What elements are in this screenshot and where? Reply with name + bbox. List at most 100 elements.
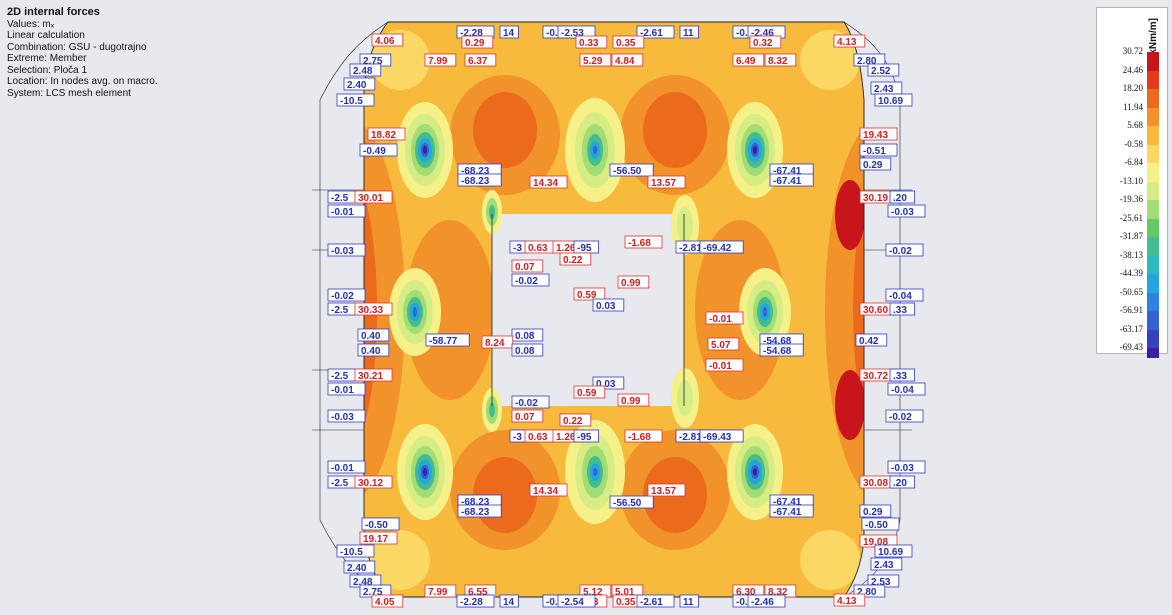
value-label-text: -67.41 (773, 497, 802, 508)
value-label-text: -56.50 (613, 498, 642, 509)
value-label-positive: 30.12 (354, 475, 393, 489)
value-label-text: 14 (503, 28, 515, 39)
value-label-box (457, 173, 502, 187)
value-label-negative: -10.5 (336, 93, 375, 107)
value-label-box (327, 382, 366, 396)
value-label-positive: 4.05 (371, 594, 404, 608)
value-label-text: -0.50 (365, 520, 388, 531)
value-label-text: 14 (503, 597, 515, 608)
value-label-negative: 0.42 (855, 333, 888, 347)
value-label-negative: 2.52 (867, 63, 900, 77)
value-label-positive: 8.32 (764, 53, 797, 67)
value-label-text: 30.01 (358, 193, 383, 204)
value-label-box (343, 77, 376, 91)
value-label-negative: -0.03 (327, 243, 366, 257)
value-label-negative: -56.50 (609, 495, 654, 509)
value-label-positive: 19.17 (359, 531, 398, 545)
value-label-text: -10.5 (340, 96, 363, 107)
value-label-text: -56.50 (613, 166, 642, 177)
value-label-positive: 0.29 (461, 35, 494, 49)
value-label-text: 2.43 (874, 560, 894, 571)
value-label-text: -0.02 (515, 398, 538, 409)
value-label-negative: -0.03 (887, 460, 926, 474)
value-label-text: 2.75 (363, 56, 383, 67)
value-label-box (327, 288, 366, 302)
value-label-text: 4.13 (837, 596, 857, 607)
value-label-negative: -0.03 (887, 204, 926, 218)
value-label-negative: .33 (889, 302, 916, 316)
value-label-box (609, 495, 654, 509)
value-label-text: 10.69 (878, 547, 903, 558)
value-label-box (361, 517, 400, 531)
value-label-box (343, 560, 376, 574)
value-label-box (636, 594, 675, 608)
value-label-negative: -68.23 (457, 504, 502, 518)
legend-swatch (1147, 107, 1159, 126)
value-label-negative: -0.02 (511, 395, 550, 409)
value-label-text: -0.01 (331, 385, 354, 396)
value-label-negative: -54.68 (759, 343, 804, 357)
value-label-negative: 10.69 (874, 93, 913, 107)
value-label-negative: -0.04 (885, 288, 924, 302)
value-label-box (511, 328, 544, 342)
value-label-box (425, 333, 470, 347)
legend-tick: 5.68 (1127, 120, 1143, 130)
legend-swatch (1147, 181, 1159, 200)
legend-swatch (1147, 89, 1159, 108)
value-label-positive: 0.22 (559, 413, 592, 427)
value-label-box (573, 385, 606, 399)
value-label-positive: 0.99 (617, 275, 650, 289)
value-label-box (499, 594, 519, 608)
value-label-negative: -2.54 (557, 594, 596, 608)
value-label-negative: 0.40 (357, 328, 390, 342)
info-combination: Combination: GSU - dugotrajno (7, 41, 147, 53)
value-label-text: -2.61 (640, 28, 663, 39)
value-label-positive: 13.57 (647, 175, 686, 189)
value-label-negative: 11 (679, 25, 699, 39)
value-label-box (699, 429, 744, 443)
value-label-negative: 14 (499, 25, 519, 39)
value-label-text: 0.59 (577, 388, 597, 399)
value-label-box (573, 287, 606, 301)
value-label-negative: -2.61 (636, 594, 675, 608)
value-label-negative: -67.41 (769, 504, 814, 518)
value-label-box (679, 25, 699, 39)
legend-tick: -25.61 (1119, 212, 1143, 223)
value-label-negative: -0.03 (327, 409, 366, 423)
value-label-text: -68.23 (461, 176, 490, 187)
value-label-negative: -69.43 (699, 429, 744, 443)
value-label-text: 13.57 (651, 178, 676, 189)
value-label-positive: 4.06 (371, 33, 404, 47)
info-system: System: LCS mesh element (7, 87, 131, 99)
value-label-text: 5.01 (615, 587, 635, 598)
value-label-text: 30.72 (863, 371, 888, 382)
value-label-negative: 2.43 (870, 81, 903, 95)
value-label-positive: 13.57 (647, 483, 686, 497)
legend-tick: -44.39 (1119, 268, 1143, 278)
value-label-box (456, 594, 495, 608)
value-label-text: 4.05 (375, 597, 395, 608)
value-label-box (511, 395, 550, 409)
info-extreme: Extreme: Member (7, 53, 87, 64)
value-label-text: 2.52 (871, 66, 891, 77)
value-label-text: 8.32 (768, 56, 788, 67)
value-label-text: -1.68 (628, 432, 651, 443)
value-label-box (575, 35, 608, 49)
value-label-text: -0. (546, 597, 558, 608)
value-label-text: -1.68 (628, 238, 651, 249)
value-label-text: 0.63 (528, 243, 548, 254)
value-label-negative: 0.29 (859, 504, 892, 518)
legend-tick: -63.17 (1119, 323, 1143, 334)
value-label-negative: -0.50 (861, 517, 900, 531)
value-label-box (499, 25, 519, 39)
value-label-negative: 10.69 (874, 544, 913, 558)
value-label-negative: -0.02 (885, 409, 924, 423)
value-label-box (609, 163, 654, 177)
value-label-text: -0.02 (331, 291, 354, 302)
value-label-text: -2.5 (331, 305, 349, 316)
value-label-negative: -0.02 (885, 243, 924, 257)
value-label-text: 0.22 (563, 416, 583, 427)
value-label-positive: 5.29 (579, 53, 612, 67)
value-label-negative: -58.77 (425, 333, 470, 347)
value-label-box (511, 409, 544, 423)
